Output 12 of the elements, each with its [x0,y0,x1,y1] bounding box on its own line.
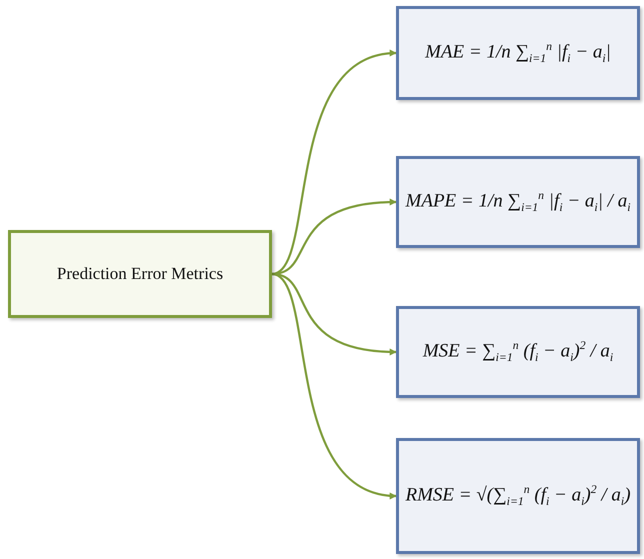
formula: MAE = 1/n ∑$_{i=1}$$^{n}$ |f$_{i}$ − a$_{i}$| [425,40,611,66]
arrow [272,273,397,498]
arrow [272,50,397,275]
formula-box [396,6,640,100]
formula: RMSE = √(∑$_{i=1}$$^{n}$ (f$_{i}$ − a$_{i}$)$^{2}$ / a$_{i}$) [406,482,631,510]
formula: MSE = ∑$_{i=1}$$^{n}$ (f$_{i}$ − a$_{i}$)$^{2}$ / a$_{i}$ [422,338,614,366]
formula: MAPE = 1/n ∑$_{i=1}$$^{n}$ |f$_{i}$ − a$_{i}$| / a$_{i}$ [406,188,630,216]
formula-box [396,156,640,248]
topic-label: Prediction Error Metrics [56,264,224,284]
formula-box [396,438,640,554]
formula-box [396,306,640,398]
topic-box [8,230,272,318]
